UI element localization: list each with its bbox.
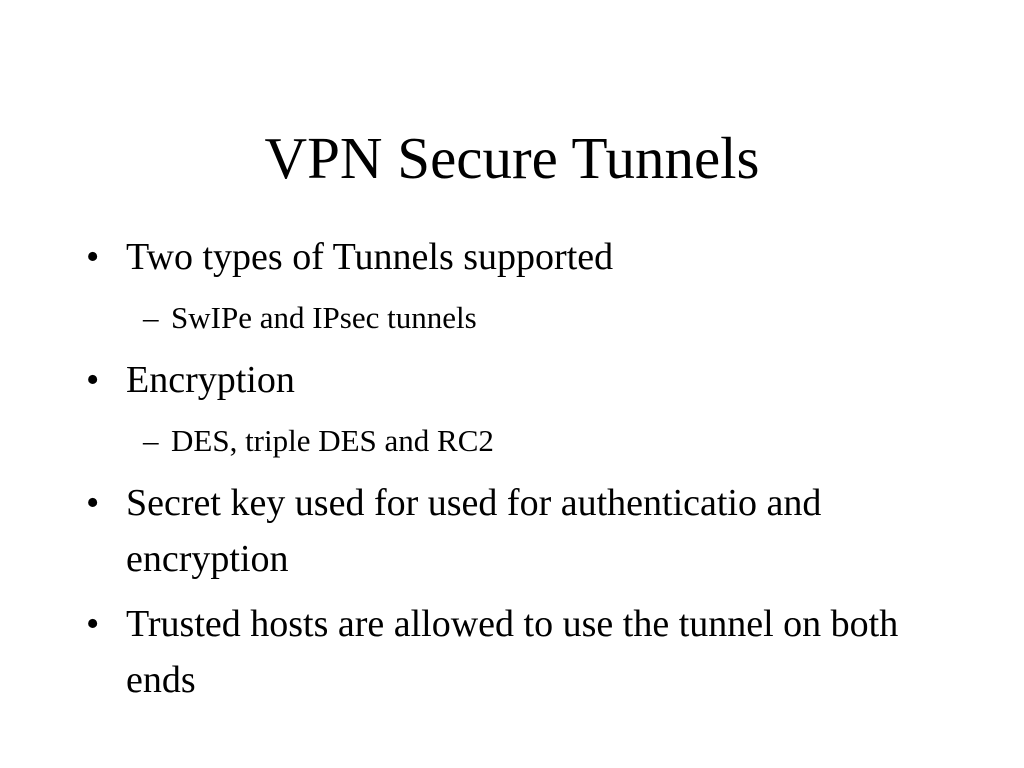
bullet-item: • Trusted hosts are allowed to use the t… [86,596,926,708]
bullet-item: • Encryption [86,352,926,408]
slide-title: VPN Secure Tunnels [264,125,760,191]
sub-bullet-text: SwIPe and IPsec tunnels [171,300,477,335]
sub-bullet-marker: – [143,423,159,458]
bullet-marker: • [86,603,100,645]
bullet-text: Two types of Tunnels supported [126,236,614,278]
bullet-marker: • [86,482,100,524]
sub-bullet-text: DES, triple DES and RC2 [171,423,494,458]
bullet-text: Secret key used for used for authenticat… [126,482,822,580]
sub-bullet-item: – DES, triple DES and RC2 [143,421,923,461]
sub-bullet-marker: – [143,300,159,335]
bullet-marker: • [86,359,100,401]
bullet-item: • Two types of Tunnels supported [86,229,926,285]
sub-bullet-item: – SwIPe and IPsec tunnels [143,298,923,338]
bullet-marker: • [86,236,100,278]
bullet-text: Trusted hosts are allowed to use the tun… [126,603,899,701]
bullet-item: • Secret key used for used for authentic… [86,475,926,587]
bullet-text: Encryption [126,359,295,401]
